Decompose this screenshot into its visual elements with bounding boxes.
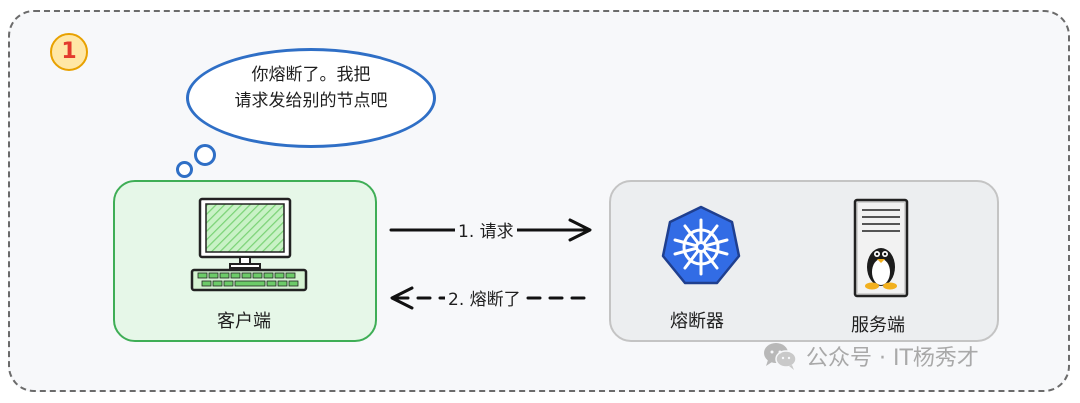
- kubernetes-helm-icon: [661, 205, 741, 285]
- response-label: 2. 熔断了: [445, 285, 524, 310]
- linux-server-icon: [853, 198, 909, 298]
- computer-icon: [190, 197, 308, 292]
- thought-bubble: [186, 48, 436, 148]
- thought-dot-small: [176, 161, 193, 178]
- watermark: 公众号 · IT杨秀才: [762, 340, 979, 372]
- wechat-icon: [764, 343, 797, 370]
- client-label: 客户端: [217, 311, 271, 332]
- step-badge: 1: [50, 33, 88, 71]
- server-label: 服务端: [851, 315, 905, 336]
- breaker-label: 熔断器: [670, 311, 724, 332]
- thought-bubble-text: 你熔断了。我把 请求发给别的节点吧: [200, 62, 422, 114]
- thought-dot-large: [194, 144, 216, 166]
- thought-line-1: 你熔断了。我把: [251, 65, 371, 85]
- thought-line-2: 请求发给别的节点吧: [234, 91, 388, 111]
- request-label: 1. 请求: [455, 217, 517, 242]
- watermark-text: 公众号 · IT杨秀才: [806, 346, 979, 371]
